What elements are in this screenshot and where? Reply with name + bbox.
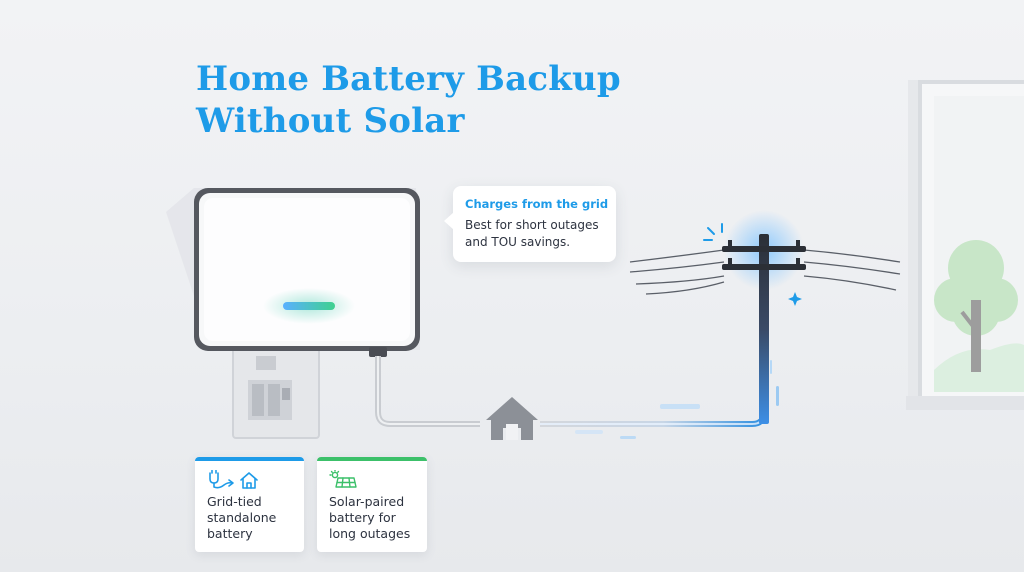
card-label: Solar-paired battery for long outages: [329, 494, 411, 541]
plug-to-home-icon: [209, 470, 258, 489]
power-cable: [375, 290, 779, 439]
card-label: Grid-tied standalone battery: [207, 494, 277, 541]
card-solar-paired: Solar-paired battery for long outages: [317, 457, 427, 552]
callout-body: Best for short outages and TOU savings.: [465, 218, 599, 249]
title-line-1: Home Battery Backup: [196, 59, 621, 99]
solar-panel-icon: [329, 470, 357, 488]
electrical-panel: [232, 337, 320, 439]
callout-heading: Charges from the grid: [465, 197, 609, 211]
tree-icon: [934, 240, 1018, 372]
callout-bubble: Charges from the grid Best for short out…: [444, 186, 616, 262]
card-accent-bar: [317, 457, 427, 461]
status-led: [283, 302, 335, 310]
window: [906, 80, 1024, 410]
battery-unit: [194, 188, 420, 357]
home-icon: [486, 397, 538, 440]
title-line-2: Without Solar: [196, 101, 465, 141]
page-title: Home Battery Backup Without Solar: [196, 58, 621, 142]
sparkle-icon: [788, 292, 802, 306]
spark-icon: [703, 223, 723, 241]
card-grid-tied: Grid-tied standalone battery: [195, 457, 304, 552]
card-accent-bar: [195, 457, 304, 461]
utility-pole: [629, 210, 901, 424]
